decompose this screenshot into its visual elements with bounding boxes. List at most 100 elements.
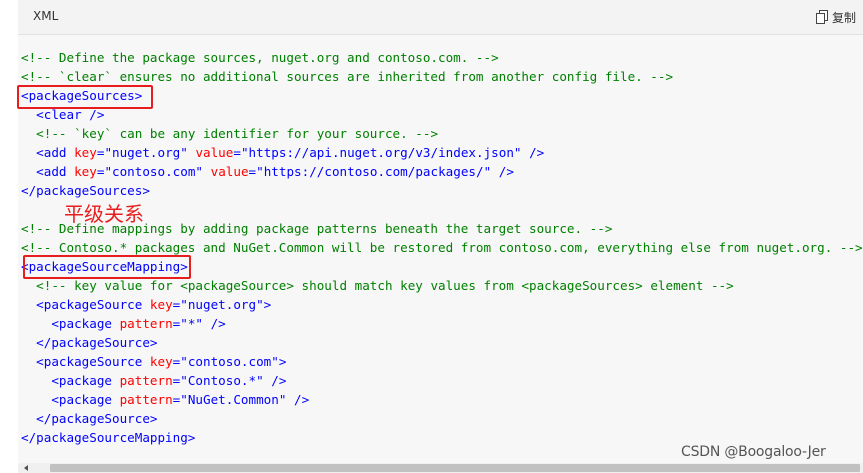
code-indent [21, 335, 36, 350]
watermark: CSDN @Boogaloo-Jer [681, 444, 826, 460]
code-indent [21, 202, 29, 217]
code-attribute: value [210, 164, 249, 179]
code-value: "contoso.com" [180, 354, 279, 369]
horizontal-scrollbar[interactable] [18, 463, 863, 473]
code-tag: </packageSources> [21, 183, 150, 198]
scrollbar-thumb[interactable] [50, 464, 860, 472]
arrow-left-icon[interactable] [24, 465, 28, 471]
code-tag: /> [491, 164, 514, 179]
code-line: <package pattern="NuGet.Common" /> [21, 390, 863, 409]
code-tag: /> [203, 316, 226, 331]
code-line: <!-- key value for <packageSource> shoul… [21, 276, 863, 295]
code-tag: <packageSource [36, 297, 150, 312]
copy-icon [816, 10, 828, 24]
code-indent [21, 297, 36, 312]
code-tag: <package [51, 316, 120, 331]
code-indent [21, 411, 36, 426]
code-line: <!-- `clear` ensures no additional sourc… [21, 67, 863, 86]
code-value: "NuGet.Common" [180, 392, 287, 407]
code-attribute: value [195, 145, 234, 160]
code-line: <packageSourceMapping> [21, 257, 863, 276]
code-line: <add key="contoso.com" value="https://co… [21, 162, 863, 181]
code-tag: > [263, 297, 272, 312]
code-comment: <!-- `clear` ensures no additional sourc… [21, 69, 674, 84]
code-line: <package pattern="Contoso.*" /> [21, 371, 863, 390]
code-block-header: XML 复制 [18, 0, 863, 35]
code-indent [21, 392, 51, 407]
code-line: <packageSource key="contoso.com"> [21, 352, 863, 371]
code-tag [203, 164, 211, 179]
code-tag: > [278, 354, 287, 369]
code-comment: <!-- Define the package sources, nuget.o… [21, 50, 499, 65]
code-tag: </packageSourceMapping> [21, 430, 196, 445]
code-content: <!-- Define the package sources, nuget.o… [21, 48, 863, 447]
code-tag: <packageSource [36, 354, 150, 369]
code-tag: = [233, 145, 241, 160]
code-tag: /> [521, 145, 545, 160]
code-line [21, 200, 863, 219]
code-indent [21, 164, 36, 179]
code-tag: /> [286, 392, 310, 407]
code-line: <!-- `key` can be any identifier for you… [21, 124, 863, 143]
code-indent [21, 354, 36, 369]
code-line: <packageSources> [21, 86, 863, 105]
code-tag: </packageSource> [36, 335, 158, 350]
code-tag: = [172, 373, 181, 388]
code-value: "https://contoso.com/packages/" [256, 164, 492, 179]
code-comment: <!-- Define mappings by adding package p… [21, 221, 613, 236]
code-value: "nuget.org" [104, 145, 188, 160]
copy-button[interactable]: 复制 [816, 7, 856, 27]
code-attribute: key [74, 164, 97, 179]
code-value: "nuget.org" [180, 297, 264, 312]
code-line: <package pattern="*" /> [21, 314, 863, 333]
code-indent [21, 107, 36, 122]
code-tag: = [96, 145, 105, 160]
code-tag: <clear /> [36, 107, 105, 122]
code-indent [21, 126, 36, 141]
code-tag: = [172, 297, 181, 312]
code-tag: = [172, 392, 181, 407]
code-value: "Contoso.*" [180, 373, 264, 388]
code-indent [21, 278, 36, 293]
code-indent [21, 316, 51, 331]
code-value: "*" [180, 316, 204, 331]
code-attribute: pattern [119, 373, 173, 388]
code-comment: <!-- `key` can be any identifier for you… [36, 126, 439, 141]
code-attribute: key [149, 354, 173, 369]
code-indent [21, 145, 36, 160]
code-line: <!-- Define the package sources, nuget.o… [21, 48, 863, 67]
code-line: </packageSourceMapping> [21, 428, 863, 447]
code-tag: = [248, 164, 257, 179]
code-tag: </packageSource> [36, 411, 158, 426]
code-comment: <!-- Contoso.* packages and NuGet.Common… [21, 240, 863, 255]
annotation-label: 平级关系 [64, 202, 144, 226]
code-attribute: pattern [119, 316, 173, 331]
code-comment: <!-- key value for <packageSource> shoul… [36, 278, 734, 293]
code-line: <packageSource key="nuget.org"> [21, 295, 863, 314]
code-tag: <add [36, 164, 75, 179]
code-attribute: key [149, 297, 173, 312]
code-line: </packageSource> [21, 409, 863, 428]
code-tag: = [172, 316, 181, 331]
code-tag: = [172, 354, 181, 369]
code-tag: /> [263, 373, 287, 388]
code-line: <!-- Define mappings by adding package p… [21, 219, 863, 238]
code-line: </packageSource> [21, 333, 863, 352]
code-value: "contoso.com" [104, 164, 204, 179]
code-tag: <package [51, 392, 120, 407]
code-value: "https://api.nuget.org/v3/index.json" [240, 145, 522, 160]
code-line: <add key="nuget.org" value="https://api.… [21, 143, 863, 162]
code-attribute: key [74, 145, 97, 160]
language-label: XML [33, 9, 59, 23]
code-tag: = [96, 164, 105, 179]
copy-button-label: 复制 [832, 10, 857, 25]
code-attribute: pattern [119, 392, 173, 407]
code-tag: <package [51, 373, 120, 388]
code-indent [21, 373, 51, 388]
code-tag: <add [36, 145, 75, 160]
code-tag: <packageSources> [21, 88, 143, 103]
code-line: </packageSources> [21, 181, 863, 200]
code-line: <clear /> [21, 105, 863, 124]
code-area[interactable]: <!-- Define the package sources, nuget.o… [18, 35, 863, 463]
code-tag: <packageSourceMapping> [21, 259, 188, 274]
